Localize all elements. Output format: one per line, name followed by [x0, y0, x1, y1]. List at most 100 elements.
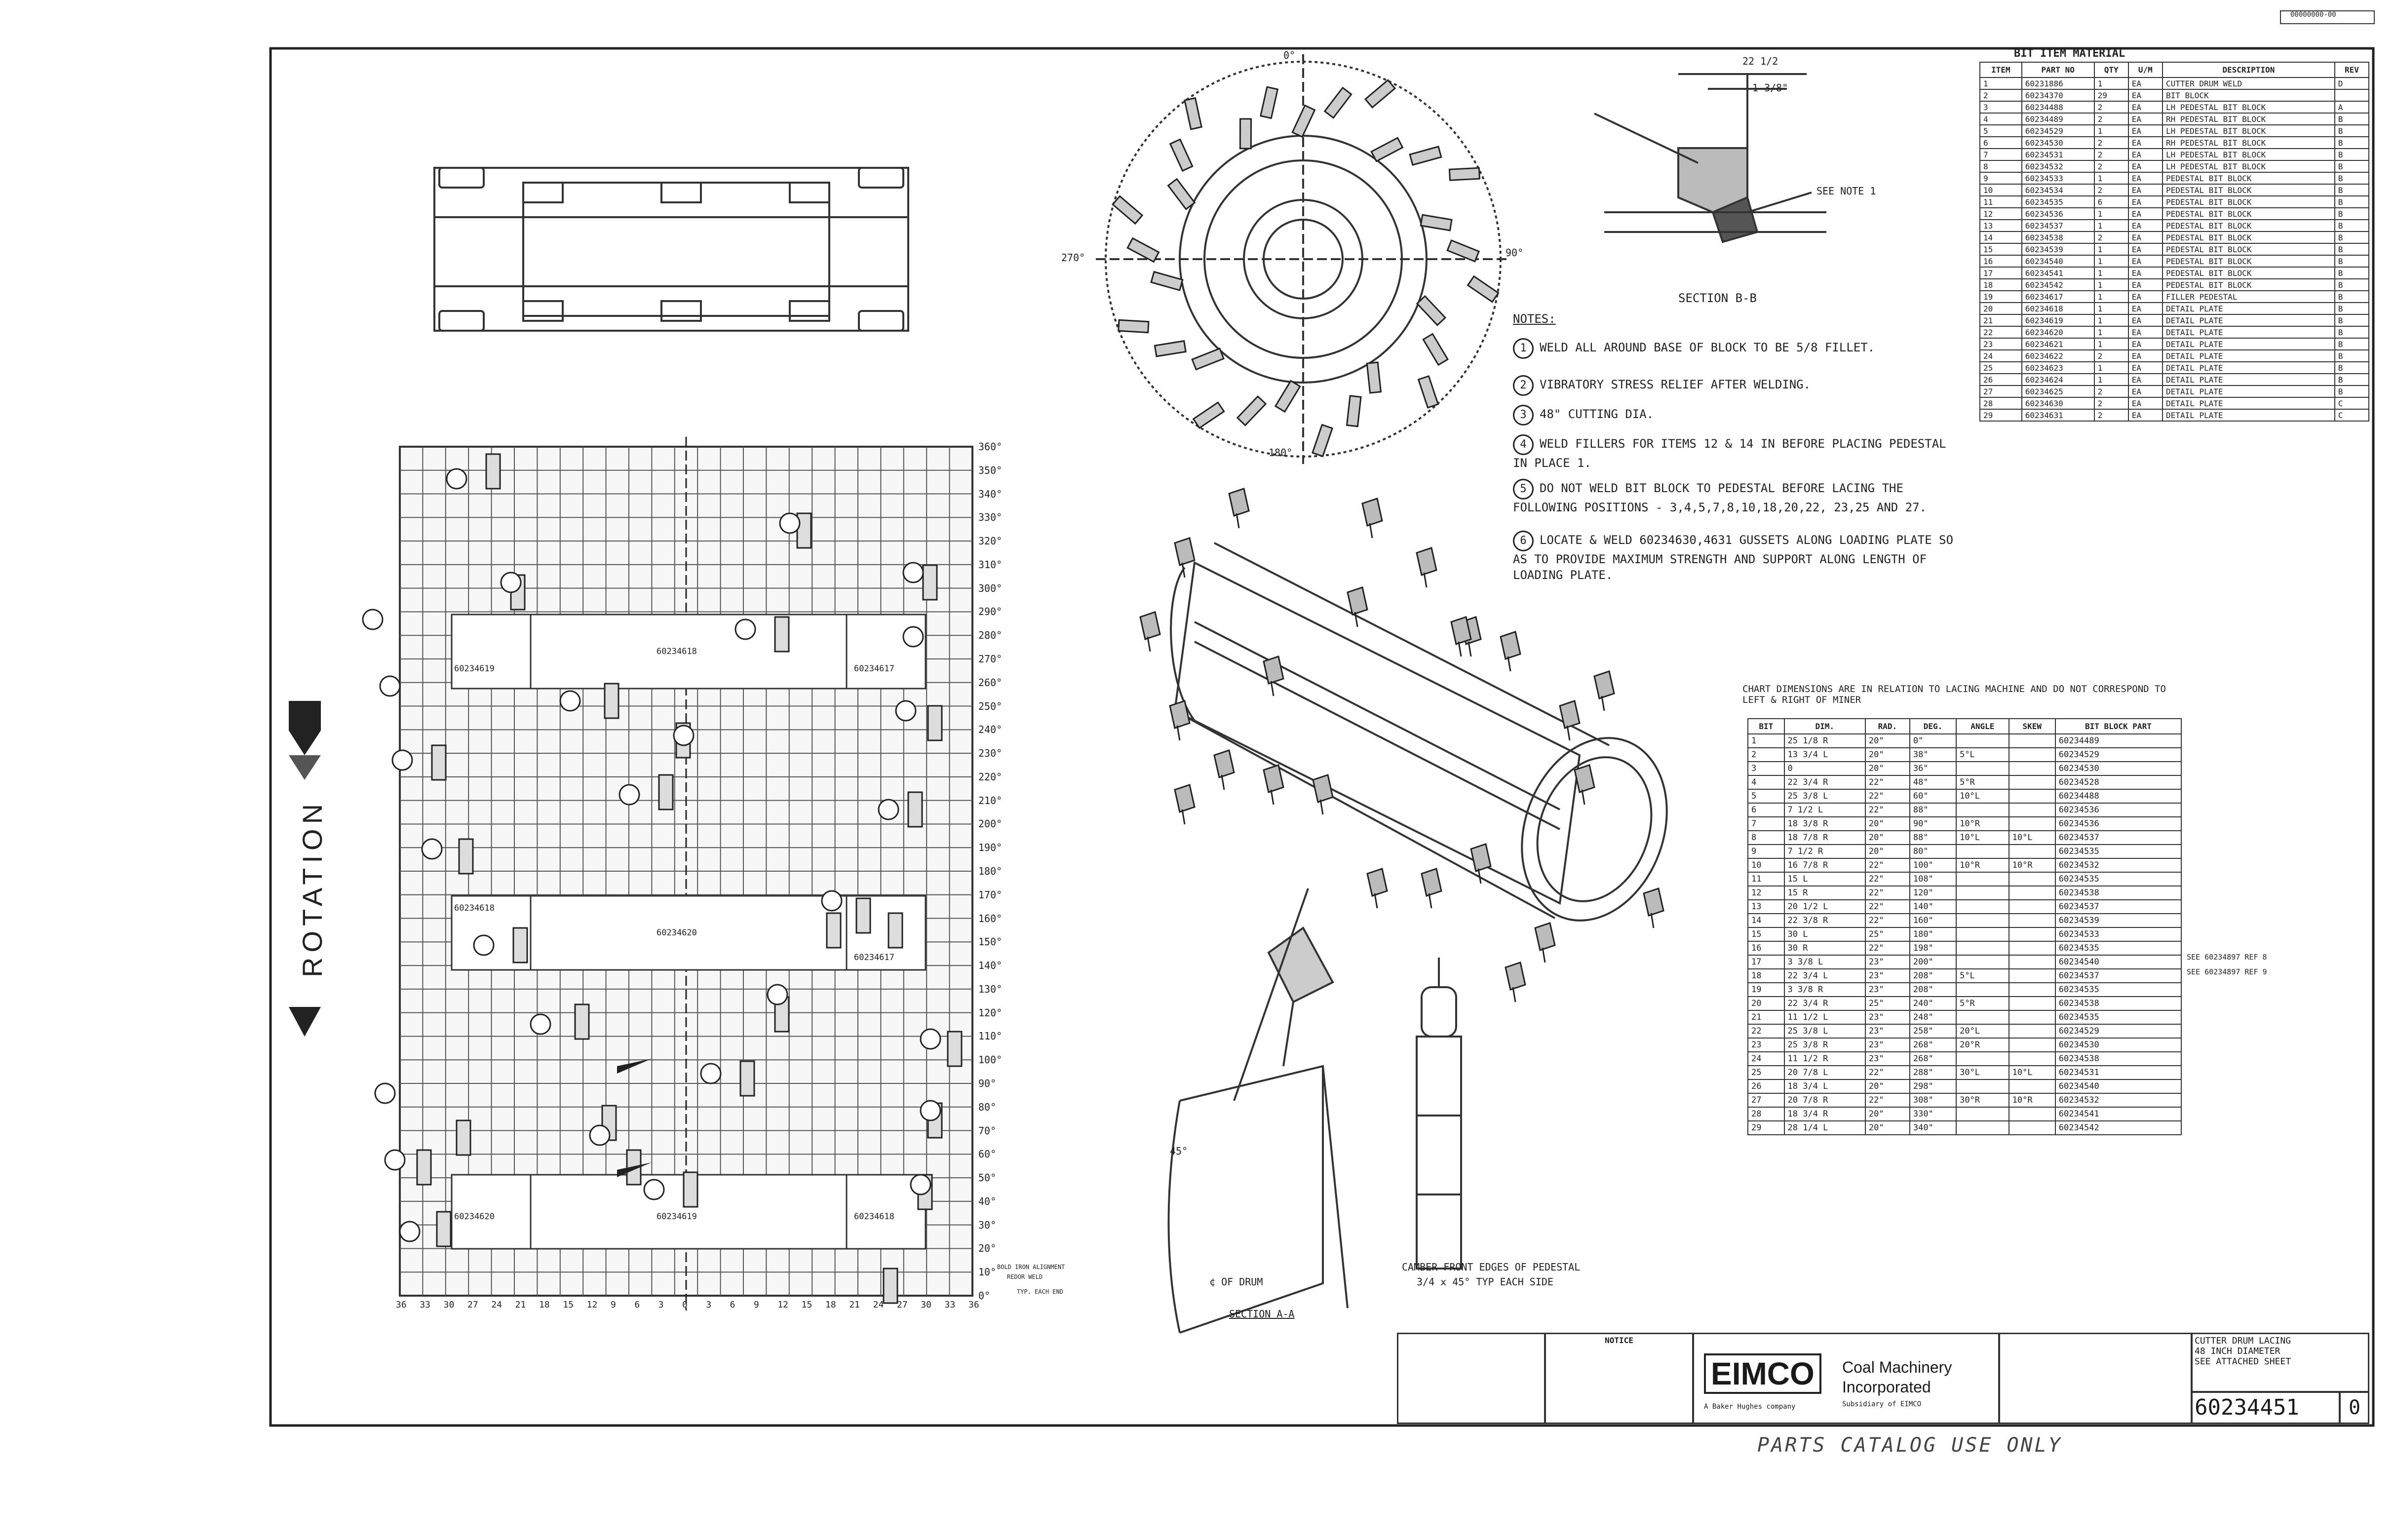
lacing-cell — [1956, 982, 2009, 997]
parts-cell: EA — [2127, 101, 2163, 114]
lacing-cell: 60234540 — [2054, 1079, 2182, 1094]
parts-cell: 2 — [2093, 136, 2129, 149]
end-view-bit — [1312, 424, 1334, 458]
item-callout — [384, 1149, 406, 1171]
layout-bottom-label: 24 — [491, 1300, 502, 1310]
layout-bottom-label: 6 — [730, 1300, 735, 1310]
lacing-cell: 20°R — [1956, 1038, 2009, 1052]
lacing-cell: 22 3/4 L — [1783, 968, 1866, 983]
parts-cell: C — [2334, 397, 2370, 410]
parts-cell: BIT BLOCK — [2162, 89, 2335, 102]
parts-cell: 2 — [2093, 385, 2129, 398]
layout-bottom-label: 33 — [420, 1300, 431, 1310]
layout-bottom-label: 36 — [968, 1300, 979, 1310]
parts-cell: LH PEDESTAL BIT BLOCK — [2162, 160, 2335, 173]
notice-heading: NOTICE — [1605, 1336, 1633, 1345]
lacing-cell: 80" — [1909, 844, 1957, 859]
parts-cell: EA — [2127, 290, 2163, 303]
parts-cell: 3 — [1979, 101, 2022, 114]
lacing-cell: 4 — [1747, 775, 1785, 790]
iso-bit — [1263, 764, 1284, 805]
bit-block-mark — [436, 1211, 452, 1247]
parts-cell: 26 — [1979, 373, 2022, 386]
end-view-bit — [1169, 138, 1194, 172]
parts-cell: PEDESTAL BIT BLOCK — [2162, 255, 2335, 268]
parts-cell: EA — [2127, 314, 2163, 327]
lacing-cell: 3 — [1747, 761, 1785, 776]
lacing-cell: 60234529 — [2054, 747, 2182, 762]
parts-cell: 60234535 — [2021, 195, 2095, 208]
end-view-bit — [1191, 347, 1225, 371]
parts-cell: EA — [2127, 338, 2163, 350]
parts-cell: PEDESTAL BIT BLOCK — [2162, 172, 2335, 185]
lacing-cell: 60234536 — [2054, 816, 2182, 831]
parts-cell: 60234541 — [2021, 267, 2095, 279]
item-callout — [399, 1221, 421, 1242]
lacing-cell: 20" — [1864, 1120, 1910, 1135]
parts-cell: B — [2334, 195, 2370, 208]
lacing-col-header: SKEW — [2008, 718, 2056, 734]
lacing-cell: 90" — [1909, 816, 1957, 831]
parts-cell: 60234630 — [2021, 397, 2095, 410]
lacing-cell: 12 — [1747, 886, 1785, 900]
parts-cell: DETAIL PLATE — [2162, 314, 2335, 327]
parts-cell: B — [2334, 302, 2370, 315]
lacing-cell — [2008, 775, 2056, 790]
lacing-cell: 18 — [1747, 968, 1785, 983]
layout-bottom-label: 30 — [443, 1300, 455, 1310]
note-number: 4 — [1513, 434, 1534, 455]
parts-cell: DETAIL PLATE — [2162, 385, 2335, 398]
note-number: 2 — [1513, 375, 1534, 396]
lacing-cell: 20 — [1747, 996, 1785, 1011]
bit-block-mark — [456, 1119, 471, 1156]
lacing-cell: 180" — [1909, 927, 1957, 942]
end-view-bit — [1154, 340, 1187, 357]
iso-bit — [1213, 749, 1235, 790]
lacing-cell: 21 — [1747, 1010, 1785, 1025]
lacing-cell: 60234489 — [2054, 733, 2182, 748]
lacing-cell: 23" — [1864, 1024, 1910, 1039]
parts-cell: EA — [2127, 207, 2163, 220]
end-view-bit — [1167, 178, 1196, 210]
note-number: 1 — [1513, 338, 1534, 359]
layout-degree-label: 270° — [978, 653, 1003, 665]
parts-cell: DETAIL PLATE — [2162, 409, 2335, 422]
parts-cell: 8 — [1979, 160, 2022, 173]
lacing-cell: 24 — [1747, 1051, 1785, 1066]
lacing-cell: 25 3/8 L — [1783, 1024, 1866, 1039]
end-view-bit — [1150, 270, 1184, 291]
parts-cell: C — [2334, 409, 2370, 422]
drawing-title-2: 48 INCH DIAMETER — [2195, 1346, 2280, 1356]
lacing-cell: 60234536 — [2054, 803, 2182, 817]
end-view-bit — [1118, 319, 1150, 334]
aa-angle: 45° — [1170, 1145, 1188, 1157]
lacing-cell — [1956, 899, 2009, 914]
layout-bottom-label: 15 — [801, 1300, 812, 1310]
lacing-cell — [2008, 761, 2056, 776]
lacing-cell: 60234532 — [2054, 1093, 2182, 1108]
bb-dim-1: 22 1/2 — [1742, 55, 1778, 67]
item-callout — [421, 838, 443, 860]
parts-cell: D — [2334, 77, 2370, 90]
parts-cell: 2 — [2093, 101, 2129, 114]
item-callout — [910, 1174, 931, 1195]
parts-cell: PEDESTAL BIT BLOCK — [2162, 207, 2335, 220]
bb-callout: SEE NOTE 1 — [1816, 185, 1876, 197]
lacing-col-header: DIM. — [1783, 718, 1866, 734]
layout-bottom-label: 24 — [873, 1300, 884, 1310]
parts-cell: 60234531 — [2021, 148, 2095, 161]
parts-cell: 1 — [2093, 278, 2129, 291]
layout-note-1: BOLD IRON ALIGNMENT — [997, 1264, 1065, 1270]
iso-bit — [1470, 843, 1492, 884]
parts-catalog-stamp: PARTS CATALOG USE ONLY — [1757, 1434, 2062, 1457]
